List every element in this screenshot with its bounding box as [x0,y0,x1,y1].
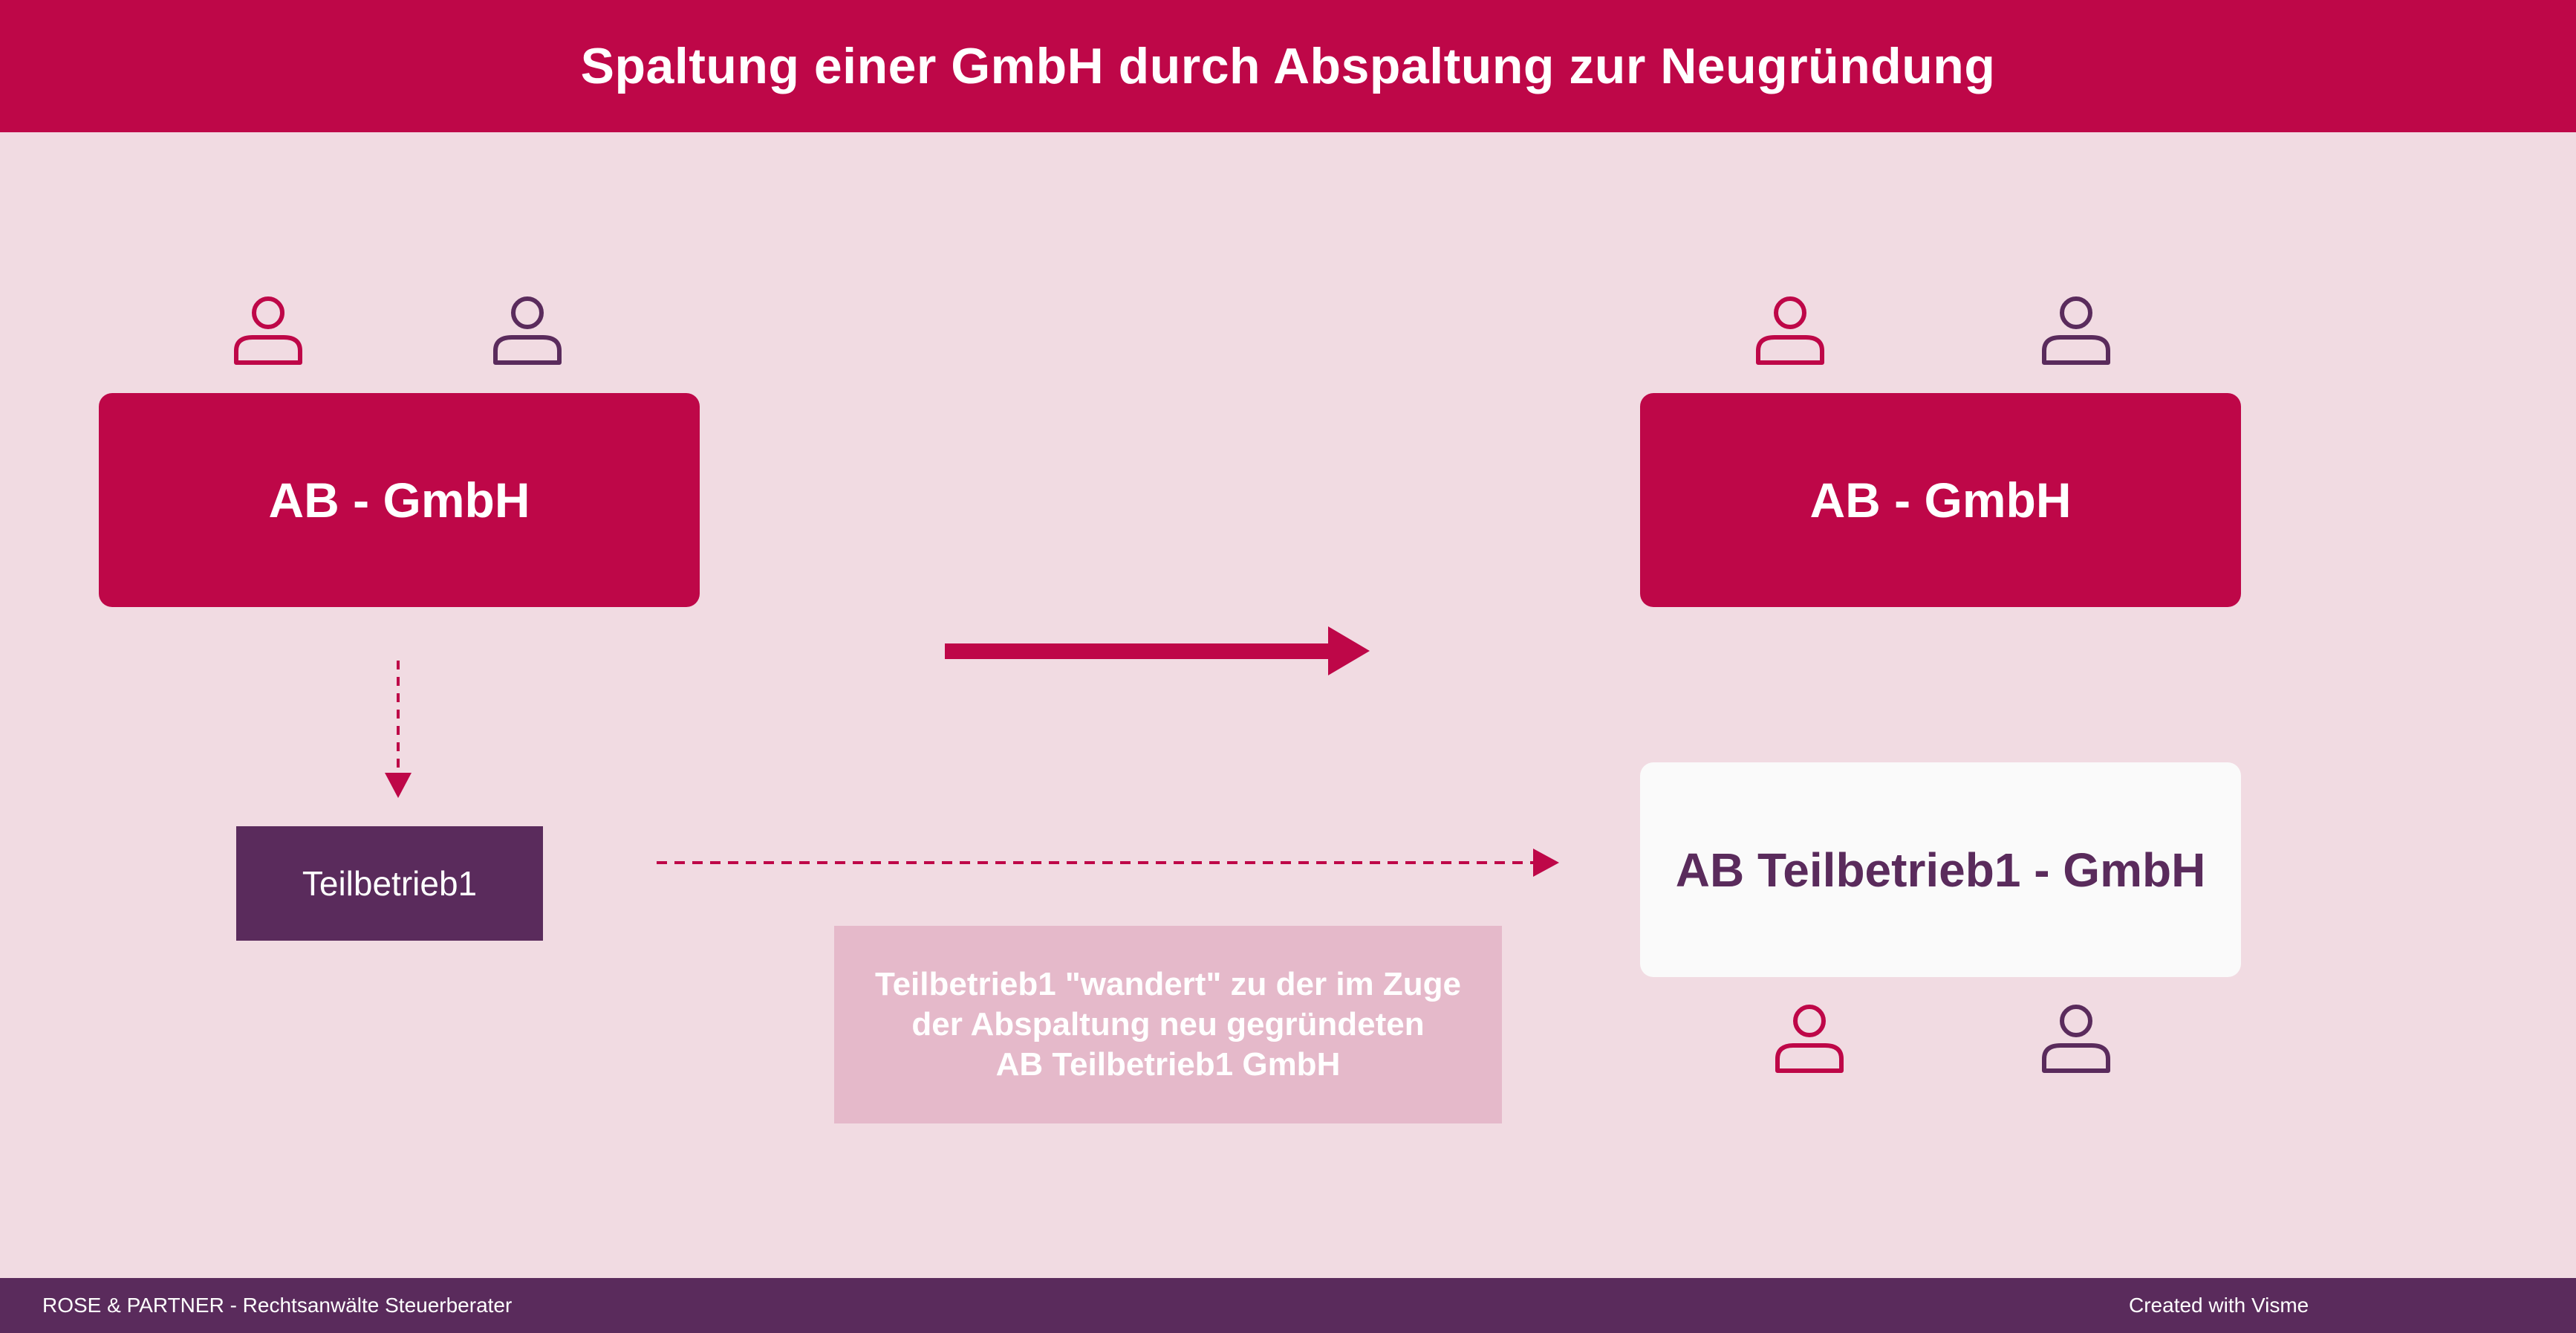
remaining-company-box: AB - GmbH [1640,393,2241,607]
new-company-label: AB Teilbetrieb1 - GmbH [1675,843,2206,897]
split-down-arrow-icon [385,661,412,798]
note-line-3: AB Teilbetrieb1 GmbH [995,1046,1341,1083]
source-company-label: AB - GmbH [268,473,530,528]
header-bar: Spaltung einer GmbH durch Abspaltung zur… [0,0,2576,132]
note-line-2: der Abspaltung neu gegründeten [911,1006,1425,1042]
shareholder-icon-right-1 [1756,296,1824,365]
shareholder-icon-left-1 [234,296,302,365]
footer-bar: ROSE & PARTNER - Rechtsanwälte Steuerber… [0,1278,2576,1333]
business-unit-label: Teilbetrieb1 [302,864,478,903]
footer-firm-name: ROSE & PARTNER - Rechtsanwälte Steuerber… [42,1294,513,1317]
note-line-1: Teilbetrieb1 "wandert" zu der im Zuge [874,966,1462,1002]
shareholder-icon-left-2 [493,296,562,365]
new-company-box: AB Teilbetrieb1 - GmbH [1640,762,2241,977]
footer-credit: Created with Visme [2129,1294,2309,1317]
explanation-note: Teilbetrieb1 "wandert" zu der im Zuge de… [834,926,1502,1123]
remaining-company-label: AB - GmbH [1809,473,2072,528]
shareholder-icon-new-1 [1775,1005,1844,1073]
main-transition-arrow-icon [945,626,1370,675]
shareholder-icon-new-2 [2042,1005,2110,1073]
page-title: Spaltung einer GmbH durch Abspaltung zur… [580,38,1996,94]
shareholder-icon-right-2 [2042,296,2110,365]
source-company-box: AB - GmbH [99,393,700,607]
transfer-dashed-arrow-icon [657,849,1559,877]
business-unit-box: Teilbetrieb1 [236,826,543,941]
